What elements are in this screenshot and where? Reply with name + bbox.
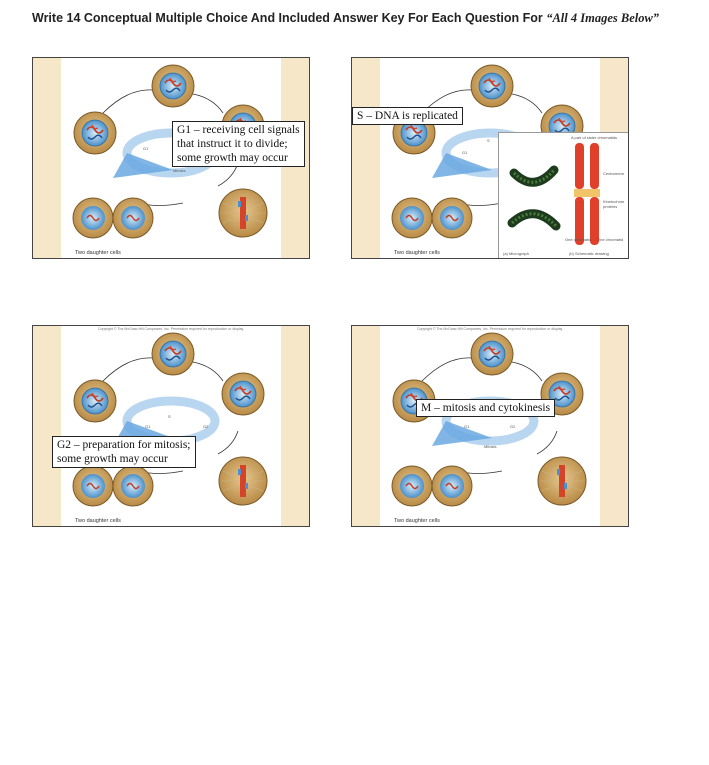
chromosome-illustration	[507, 143, 600, 245]
cell-cycle-panel-m: Copyright © The McGraw-Hill Companies, I…	[351, 325, 629, 527]
s-label: S	[487, 138, 490, 143]
copyright-notice: Copyright © The McGraw-Hill Companies, I…	[97, 327, 244, 331]
callout-line: G1 – receiving cell signals	[177, 124, 300, 136]
inset-label-micrograph: (a) Micrograph	[503, 251, 530, 256]
cell-cycle-diagram	[33, 326, 309, 526]
inset-label-one-chromatid-b: One chromatid	[597, 237, 624, 242]
inset-label-drawing: (b) Schematic drawing	[569, 251, 609, 256]
heading-italic: “All 4 Images Below”	[546, 11, 660, 25]
daughter-cells-caption: Two daughter cells	[75, 518, 121, 524]
mitosis-label: Mitosis	[484, 444, 497, 449]
g1-label: G1	[464, 424, 470, 429]
daughter-cells-caption: Two daughter cells	[75, 250, 121, 256]
callout-line: G2 – preparation for mitosis;	[57, 439, 191, 451]
daughter-cells-caption: Two daughter cells	[394, 518, 440, 524]
callout-line: some growth may occur	[57, 453, 168, 465]
phase-callout: G2 – preparation for mitosis; some growt…	[52, 436, 196, 468]
inset-label-centromere: Centromere	[603, 171, 625, 176]
heading-text: Write 14 Conceptual Multiple Choice And …	[32, 11, 547, 25]
g2-label: G2	[510, 424, 516, 429]
callout-line: that instruct it to divide;	[177, 138, 288, 150]
chromosome-inset: A pair of sister chromatids Centromere K…	[498, 132, 628, 258]
assignment-heading: Write 14 Conceptual Multiple Choice And …	[32, 10, 672, 26]
callout-line: some growth may occur	[177, 152, 288, 164]
s-label: S	[168, 414, 171, 419]
g1-label: G1	[145, 424, 151, 429]
copyright-notice: Copyright © The McGraw-Hill Companies, I…	[416, 327, 563, 331]
cell-cycle-panel-g2: Copyright © The McGraw-Hill Companies, I…	[32, 325, 310, 527]
daughter-cells-caption: Two daughter cells	[394, 250, 440, 256]
callout-line: M – mitosis and cytokinesis	[421, 402, 551, 414]
g1-label: G1	[462, 150, 468, 155]
callout-line: S – DNA is replicated	[357, 110, 458, 122]
phase-callout: G1 – receiving cell signals that instruc…	[172, 121, 305, 167]
mitosis-label: Mitosis	[173, 168, 186, 173]
g2-label: G2	[203, 424, 209, 429]
cell-cycle-diagram	[352, 326, 628, 526]
cell-cycle-panel-s: S G1 S – DNA is replicated A pair of sis…	[351, 57, 629, 259]
cell-cycle-panel-g1: G1 Mitosis G1 – receiving cell signals t…	[32, 57, 310, 259]
inset-label-kinetochore: Kinetochore proteins	[603, 199, 625, 209]
g1-label: G1	[143, 146, 149, 151]
phase-callout: S – DNA is replicated	[352, 107, 463, 125]
inset-label-one-chromatid: One chromatid	[565, 237, 592, 242]
phase-callout: M – mitosis and cytokinesis	[416, 399, 556, 417]
inset-label-top: A pair of sister chromatids	[571, 135, 618, 140]
